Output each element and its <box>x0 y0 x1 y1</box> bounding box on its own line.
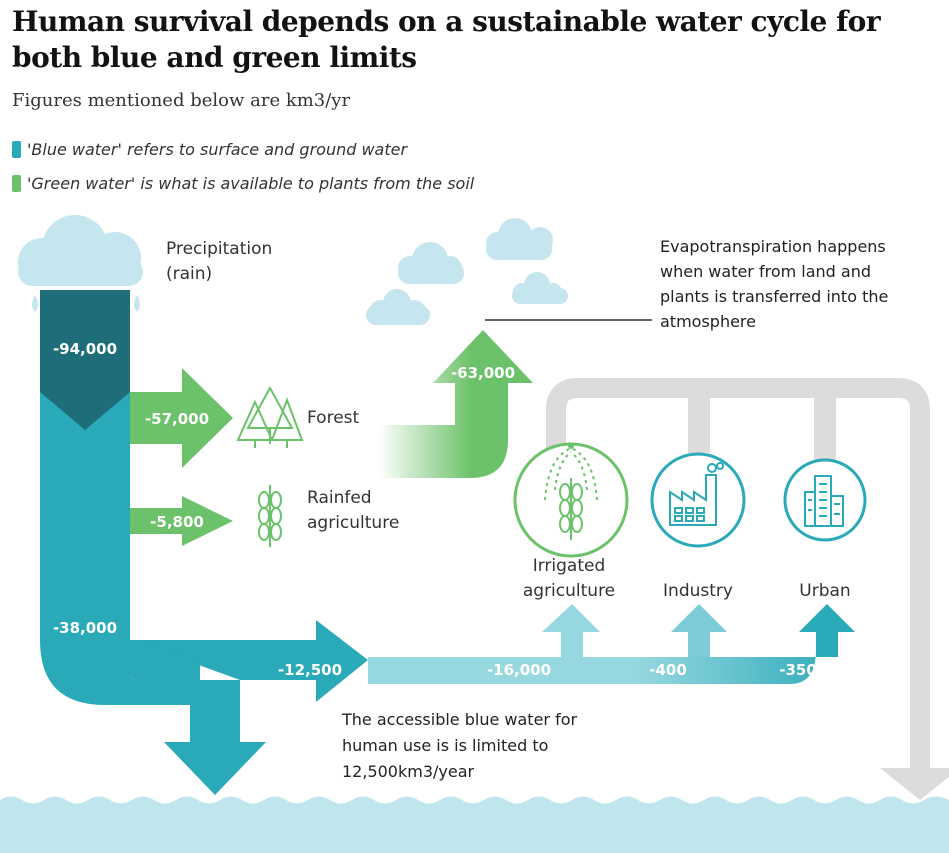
irrigation-icon <box>513 442 629 558</box>
evapotranspiration-note-line4: atmosphere <box>660 312 756 331</box>
irrigated-value: -16,000 <box>487 661 551 679</box>
page-title: Human survival depends on a sustainable … <box>12 5 881 74</box>
forest-icon <box>236 385 304 448</box>
subtitle: Figures mentioned below are km3/yr <box>12 90 351 111</box>
legend-blue-swatch <box>12 141 21 158</box>
accessible-value: -12,500 <box>278 661 342 679</box>
evapotranspiration-value: -63,000 <box>451 364 515 382</box>
precipitation-value: -94,000 <box>53 340 117 358</box>
irrigated-label-line2: agriculture <box>523 581 615 601</box>
precipitation-label-line2: (rain) <box>166 264 212 284</box>
evapotranspiration-note: Evapotranspiration happens <box>660 237 886 256</box>
rainfed-label: Rainfed <box>307 488 372 508</box>
industry-value: -400 <box>649 661 687 679</box>
cloud-icon <box>398 242 464 284</box>
urban-label: Urban <box>799 581 850 601</box>
blue-water-value: -38,000 <box>53 619 117 637</box>
industry-label: Industry <box>663 581 733 601</box>
evapotranspiration-note-line2: when water from land and <box>660 262 871 281</box>
accessible-note-line3: 12,500km3/year <box>342 762 475 781</box>
legend-blue-label: 'Blue water' refers to surface and groun… <box>27 140 408 159</box>
water-surface <box>0 796 949 853</box>
legend-blue: 'Blue water' refers to surface and groun… <box>12 140 407 159</box>
precipitation-cloud-icon <box>18 215 143 312</box>
cloud-icon <box>486 218 553 260</box>
factory-icon <box>650 452 746 548</box>
urban-value: -350 <box>779 661 817 679</box>
accessible-water-channel <box>368 604 855 684</box>
precipitation-label: Precipitation <box>166 239 272 259</box>
forest-value: -57,000 <box>145 410 209 428</box>
rainfed-label-line2: agriculture <box>307 513 399 533</box>
evapotranspiration-arrow <box>378 330 533 478</box>
legend-green: 'Green water' is what is available to pl… <box>12 174 474 193</box>
grey-return-loop <box>546 378 949 800</box>
rainfed-flow-arrow <box>130 496 233 546</box>
irrigated-label: Irrigated <box>533 556 606 576</box>
accessible-note: The accessible blue water for <box>341 710 578 729</box>
evapotranspiration-note-line3: plants is transferred into the <box>660 287 888 306</box>
rainfed-value: -5,800 <box>150 513 204 531</box>
forest-flow-arrow <box>130 368 233 468</box>
forest-label: Forest <box>307 408 360 428</box>
legend-green-swatch <box>12 175 21 192</box>
city-icon <box>783 458 867 542</box>
wheat-icon <box>258 485 282 547</box>
blue-water-flow <box>40 290 368 795</box>
cloud-icon <box>512 272 568 304</box>
legend-green-label: 'Green water' is what is available to pl… <box>27 174 475 193</box>
cloud-icon <box>366 289 430 325</box>
accessible-note-line2: human use is is limited to <box>342 736 548 755</box>
